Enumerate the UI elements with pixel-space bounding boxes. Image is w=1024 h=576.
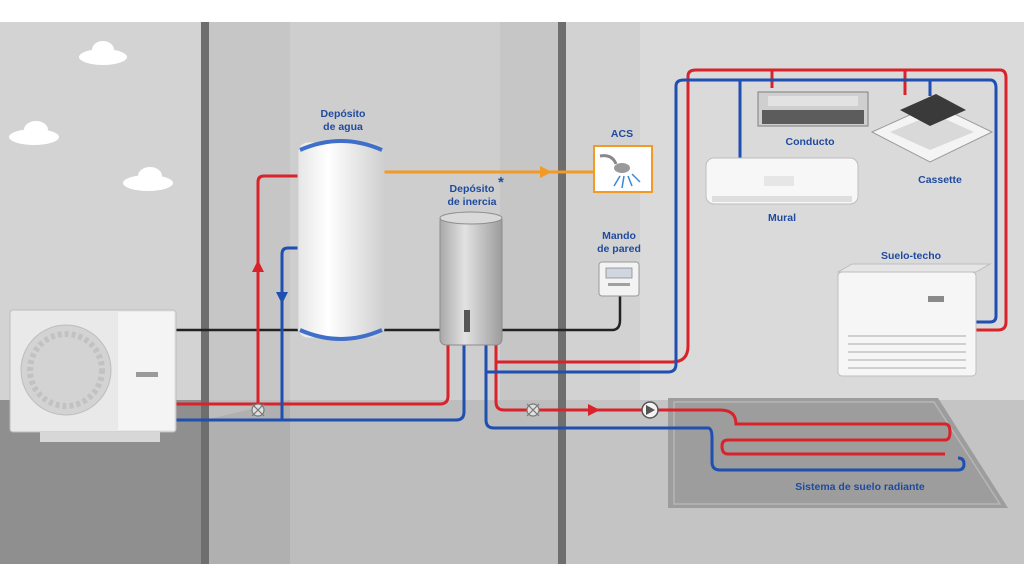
flow-right-arrow-icon — [588, 404, 600, 416]
label-conducto: Conducto — [785, 136, 835, 148]
wall-divider-left — [201, 22, 209, 564]
wall-mounted-unit-icon — [705, 157, 859, 205]
cloud-icon — [9, 41, 173, 191]
wall-thermostat-icon — [598, 261, 640, 297]
three-way-valve-icon — [251, 403, 265, 417]
cold-return-pipes — [175, 78, 998, 472]
cassette-unit-icon — [870, 94, 994, 163]
ducted-unit-icon — [757, 91, 869, 127]
flow-up-arrow-icon — [252, 260, 264, 272]
label-deposito-inercia: Depósito de inercia — [447, 183, 497, 208]
buffer-tank — [439, 211, 503, 346]
shower-icon — [593, 145, 653, 193]
floor-ceiling-unit-icon — [836, 263, 992, 377]
label-suelo-radiante: Sistema de suelo radiante — [795, 481, 925, 493]
dhw-arrow-icon — [540, 166, 552, 178]
control-wire — [175, 296, 622, 332]
label-suelo-techo: Suelo-techo — [880, 250, 942, 262]
label-deposito-agua: Depósito de agua — [320, 108, 366, 133]
outdoor-heat-pump-unit — [9, 309, 177, 442]
wall-divider-right — [558, 22, 566, 564]
room-left-floor-shadow — [205, 400, 290, 564]
dhw-storage-tank — [297, 139, 385, 341]
label-mando-pared: Mando de pared — [597, 230, 641, 255]
label-cassette: Cassette — [918, 174, 962, 186]
circulation-pump-icon — [641, 401, 659, 419]
valve-icon — [526, 403, 540, 417]
label-mural: Mural — [767, 212, 796, 224]
flow-down-arrow-icon — [276, 292, 288, 304]
label-deposito-inercia-mark: * — [498, 174, 504, 191]
label-acs: ACS — [610, 128, 634, 140]
